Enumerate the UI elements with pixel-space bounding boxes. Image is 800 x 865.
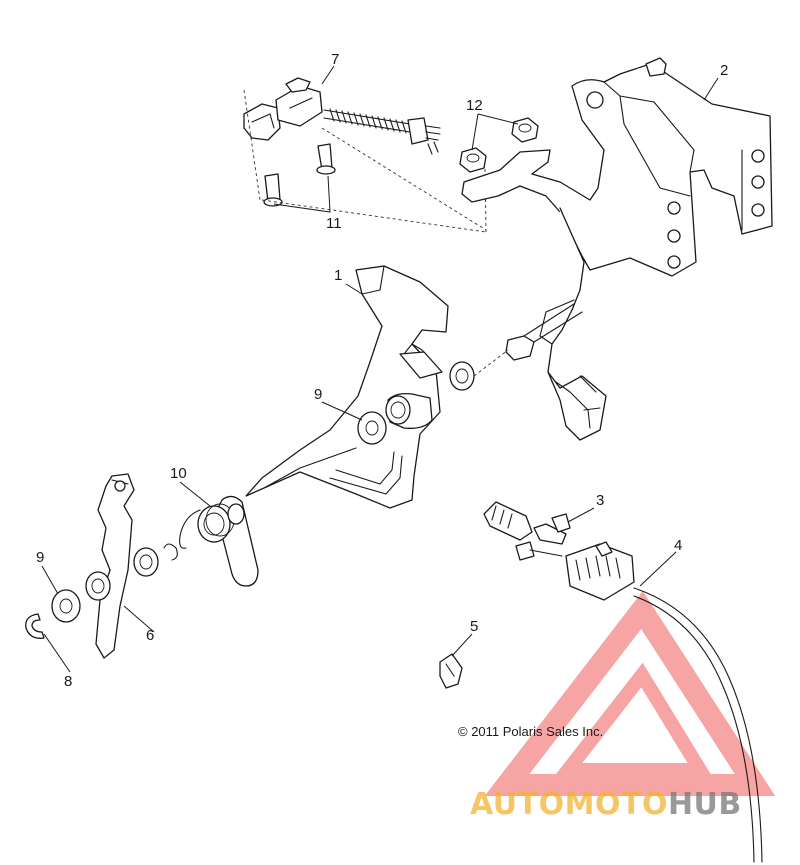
callout-5: 5: [470, 618, 478, 635]
part-1-pedal: [245, 265, 449, 509]
bushing: [449, 349, 509, 391]
bushing-lower: [133, 547, 159, 577]
callout-4: 4: [674, 537, 682, 554]
watermark-logo: [484, 590, 776, 796]
callout-2: 2: [720, 62, 728, 79]
part-3-fitting: [483, 501, 571, 561]
callout-7: 7: [331, 51, 339, 68]
part-8-eclip: [25, 613, 45, 639]
watermark-text: AUTOMOTOHUB: [470, 787, 742, 822]
callout-9-upper: 9: [314, 386, 322, 403]
callout-12: 12: [466, 97, 483, 114]
callout-1: 1: [334, 267, 342, 284]
callout-8: 8: [64, 673, 72, 690]
watermark-text-hub: HUB: [668, 787, 742, 822]
leader-lines: [41, 65, 719, 673]
part-4-cable: [565, 541, 763, 863]
watermark-text-automoto: AUTOMOTO: [470, 787, 668, 822]
alignment-lines: [243, 89, 487, 233]
callout-11: 11: [326, 215, 342, 232]
part-10-spring: [163, 495, 259, 587]
part-2-bracket: [461, 57, 773, 441]
callout-10: 10: [170, 465, 187, 482]
callout-3: 3: [596, 492, 604, 509]
callout-9-lower: 9: [36, 549, 44, 566]
part-7-switch: [243, 77, 441, 155]
part-5-clip: [439, 653, 463, 689]
part-11-pins: [263, 143, 336, 207]
watermark-triangle-inner: [553, 662, 713, 777]
part-12-nuts: [459, 117, 539, 173]
part-9-washer-upper: [357, 411, 387, 445]
callout-6: 6: [146, 627, 154, 644]
part-6-lever: [85, 473, 135, 659]
svg-text:AUTOMOTOHUB: AUTOMOTOHUB: [470, 787, 742, 822]
copyright-notice: © 2011 Polaris Sales Inc.: [458, 724, 603, 739]
callout-labels: 1 2 3 4 5 6 7 8 9 9 10 11 12: [36, 51, 728, 690]
watermark-triangle-outer: [484, 590, 776, 796]
part-9-washer-lower: [51, 589, 81, 623]
